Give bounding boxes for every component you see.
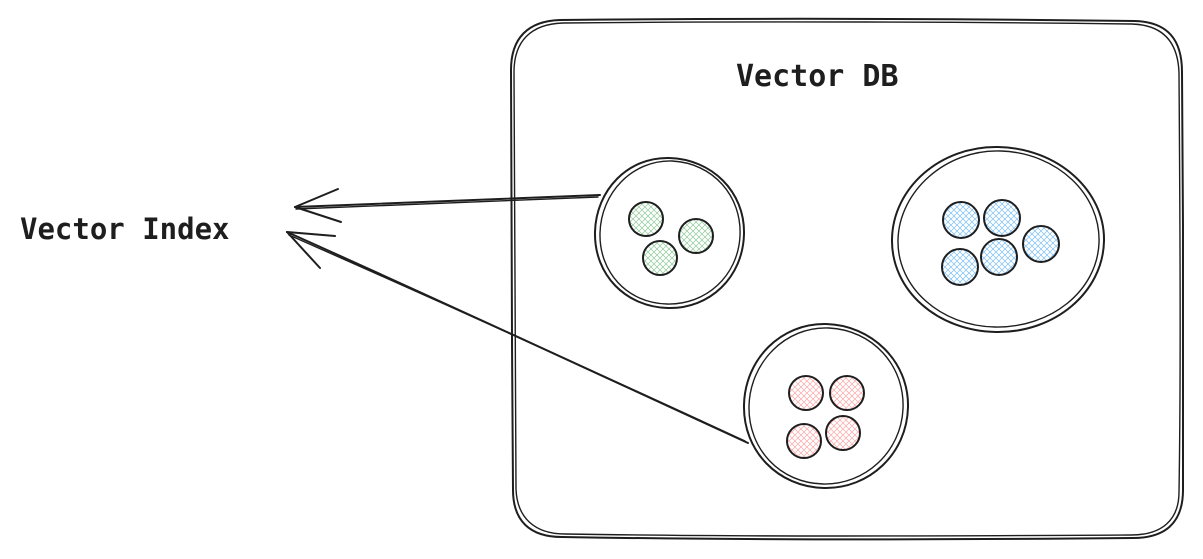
green-point (678, 218, 714, 254)
red-point (786, 423, 822, 459)
vector-db-title: Vector DB (736, 59, 899, 94)
green-cluster (593, 156, 746, 310)
red-point (788, 375, 824, 411)
blue-point (980, 238, 1018, 276)
blue-point (983, 199, 1021, 237)
red-point (829, 375, 865, 411)
red-cluster (742, 322, 910, 490)
blue-point (941, 248, 979, 286)
blue-point (942, 201, 980, 239)
green-point (628, 201, 664, 237)
blue-point (1022, 225, 1060, 263)
green-point (642, 240, 678, 276)
arrow-green-to-index (294, 188, 601, 223)
blue-cluster (890, 145, 1106, 334)
vector-db-container (510, 17, 1185, 541)
arrow-red-to-index (286, 231, 749, 444)
vector-index-label: Vector Index (20, 212, 230, 246)
red-point (825, 415, 861, 451)
